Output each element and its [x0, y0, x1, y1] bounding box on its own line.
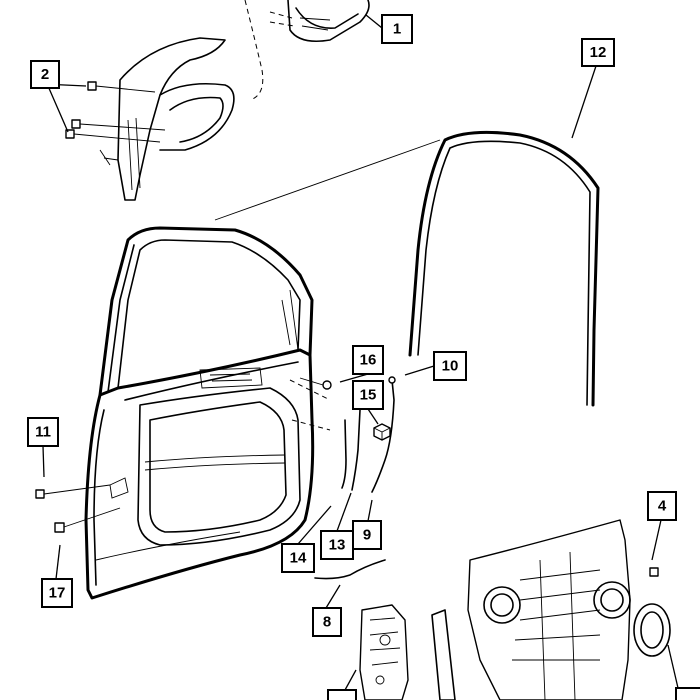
callout-4: 4	[647, 491, 677, 521]
rod-14	[341, 419, 347, 489]
callout-11-label: 11	[35, 424, 51, 441]
callout-12: 12	[581, 38, 615, 67]
leader-10	[404, 365, 435, 376]
callout-16: 16	[352, 345, 384, 375]
callout-14-label: 14	[290, 550, 307, 567]
cable-8	[314, 559, 386, 580]
bolt-17	[54, 507, 121, 533]
callout-17: 17	[41, 578, 73, 608]
screw-16	[299, 377, 332, 390]
leader-latch	[344, 669, 357, 691]
bolt-11	[35, 484, 111, 499]
callout-13: 13	[320, 530, 354, 560]
callout-cropped-grommet	[675, 687, 700, 700]
mirror-assembly	[244, 0, 370, 101]
leader-13	[336, 492, 352, 532]
leader-15	[367, 408, 379, 425]
screw-4	[649, 567, 659, 577]
grommet	[633, 603, 671, 657]
window-regulator	[431, 519, 631, 700]
callout-9: 9	[352, 520, 382, 550]
linkage-rod-10	[371, 376, 396, 493]
door-shell	[84, 226, 331, 600]
callout-10: 10	[433, 351, 467, 381]
callout-12-label: 12	[590, 44, 607, 61]
callout-8: 8	[312, 607, 342, 637]
callout-1: 1	[381, 14, 413, 44]
callout-4-label: 4	[658, 498, 667, 515]
leader-12	[571, 65, 597, 139]
rod-13	[351, 409, 361, 491]
door-latch	[359, 604, 409, 700]
callout-13-label: 13	[329, 537, 346, 554]
callout-14: 14	[281, 543, 315, 573]
leader-8	[325, 584, 341, 609]
leader-1	[365, 14, 383, 29]
callout-cropped-latch	[327, 689, 357, 700]
leader-16	[339, 373, 369, 383]
leader-9	[367, 499, 373, 522]
leader-4	[651, 519, 662, 561]
callout-11: 11	[27, 417, 59, 447]
leader-14	[297, 505, 332, 545]
clip-15	[373, 423, 391, 441]
callout-15-label: 15	[360, 387, 377, 404]
callout-2-label: 2	[41, 66, 49, 83]
leader-17	[55, 544, 61, 580]
leader-11	[42, 445, 45, 478]
window-run-channel	[214, 130, 600, 407]
callout-8-label: 8	[323, 614, 331, 631]
callout-10-label: 10	[442, 358, 459, 375]
leader-grommet	[667, 644, 679, 689]
callout-1-label: 1	[393, 21, 401, 38]
callout-2: 2	[30, 60, 60, 89]
callout-16-label: 16	[360, 352, 377, 369]
callout-15: 15	[352, 380, 384, 410]
callout-9-label: 9	[363, 527, 371, 544]
mirror-bracket	[65, 37, 235, 201]
callout-17-label: 17	[49, 585, 66, 602]
